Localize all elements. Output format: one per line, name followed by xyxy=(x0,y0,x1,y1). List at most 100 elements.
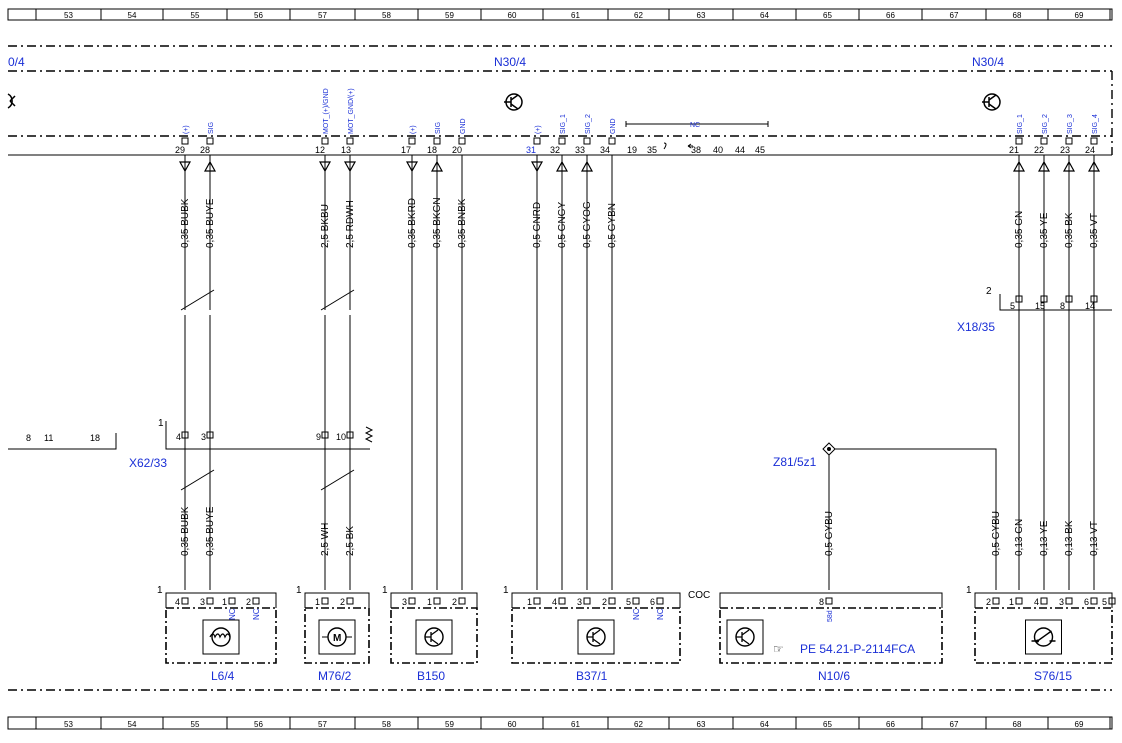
signal-arrow xyxy=(1062,160,1076,172)
x18-pin: 14 xyxy=(1085,301,1095,311)
wire-label: 0,13 VT xyxy=(1089,521,1100,556)
ruler-label: 59 xyxy=(445,720,454,729)
pin-sub-label: 58d xyxy=(827,610,834,622)
box-label-mid: N30/4 xyxy=(494,55,526,69)
pin-terminal xyxy=(1040,295,1048,303)
pin-terminal xyxy=(1065,137,1073,145)
component-pin: 2 xyxy=(246,597,251,607)
undefined-icon xyxy=(1025,619,1062,655)
reference-icon: ☞ xyxy=(773,642,784,656)
component-pin: 4 xyxy=(552,597,557,607)
pin-name-label: SIG_1 xyxy=(1017,114,1024,134)
wire-label: 0,35 BKGN xyxy=(432,197,443,248)
pin-number: 18 xyxy=(427,145,437,155)
box-label-right: N30/4 xyxy=(972,55,1004,69)
n30-4-box xyxy=(8,70,1113,156)
signal-arrow xyxy=(530,161,544,173)
ruler-label: 65 xyxy=(823,720,832,729)
pin-terminal xyxy=(458,137,466,145)
component-label: M76/2 xyxy=(318,669,352,683)
signal-arrow xyxy=(343,161,357,173)
pin-terminal xyxy=(1015,137,1023,145)
pin-terminal xyxy=(558,137,566,145)
pin-number: 17 xyxy=(401,145,411,155)
ruler-label: 58 xyxy=(382,11,391,20)
wire-label: 0,35 BKRD xyxy=(407,198,418,248)
wire-label: 0,5 GNGY xyxy=(557,202,568,248)
wire-label: 0,35 BNBK xyxy=(457,198,468,248)
x62-pin: 4 xyxy=(176,432,181,442)
pin-number: 34 xyxy=(600,145,610,155)
pin-number: 24 xyxy=(1085,145,1095,155)
component-pin: 5 xyxy=(1102,597,1107,607)
component-pin: 2 xyxy=(452,597,457,607)
pin-number: 19 xyxy=(627,145,637,155)
x18-pin: 8 xyxy=(1060,301,1065,311)
signal-arrow xyxy=(580,160,594,172)
pin-terminal xyxy=(321,431,329,439)
pin-terminal xyxy=(206,431,214,439)
wire-label: 0,35 BUYE xyxy=(205,506,216,556)
ruler-label: 66 xyxy=(886,720,895,729)
component-pin: 1 xyxy=(222,597,227,607)
pin-name-label: GND xyxy=(610,118,617,134)
component-pin: 6 xyxy=(650,597,655,607)
ruler-label: 60 xyxy=(508,720,517,729)
pin-number: 40 xyxy=(713,145,723,155)
wire-label: 0,13 YE xyxy=(1039,520,1050,556)
component-pin: 1 xyxy=(527,597,532,607)
ruler-label: 67 xyxy=(950,720,959,729)
ruler-label: 62 xyxy=(634,11,643,20)
wire-label: 2,5 BK xyxy=(345,526,356,556)
wire-label: 0,35 GN xyxy=(1014,211,1025,248)
component-pin: 3 xyxy=(577,597,582,607)
wire-label: 0,35 BK xyxy=(1064,212,1075,248)
component-pin: 3 xyxy=(1059,597,1064,607)
ruler-label: 57 xyxy=(318,720,327,729)
undefined-icon xyxy=(577,619,615,655)
ruler-label: 65 xyxy=(823,11,832,20)
component-label: B37/1 xyxy=(576,669,608,683)
ruler-label: 54 xyxy=(128,11,137,20)
wire-label: 0,35 BUBK xyxy=(180,198,191,248)
nc-bracket xyxy=(625,121,769,150)
pin-name-label: (+) xyxy=(183,125,190,134)
wire-break xyxy=(320,289,355,311)
signal-arrow xyxy=(405,161,419,173)
pin-name-label: MOT_(+)/GND xyxy=(323,88,330,134)
pin-name-label: SIG xyxy=(435,122,442,134)
pin-terminal xyxy=(346,137,354,145)
ruler-label: 61 xyxy=(571,720,580,729)
signal-arrow xyxy=(203,160,217,172)
pin-number: 45 xyxy=(755,145,765,155)
pin-name-label: SIG_1 xyxy=(560,114,567,134)
pin-number: 29 xyxy=(175,145,185,155)
component-index: 1 xyxy=(503,585,509,596)
ruler-label: 59 xyxy=(445,11,454,20)
component-pin: 2 xyxy=(602,597,607,607)
ruler-label: 58 xyxy=(382,720,391,729)
pin-number: 20 xyxy=(452,145,462,155)
wire-label: 0,35 VT xyxy=(1089,213,1100,248)
pin-number: 31 xyxy=(526,145,536,155)
pin-name-label: MOT_GND/(+) xyxy=(348,88,355,134)
pin-number: 35 xyxy=(647,145,657,155)
x62-pin: 10 xyxy=(336,432,346,442)
svg-text:M: M xyxy=(333,633,341,644)
pin-terminal xyxy=(206,137,214,145)
component-index: 1 xyxy=(296,585,302,596)
component-pin: 4 xyxy=(1034,597,1039,607)
pin-terminal xyxy=(181,137,189,145)
reference-link[interactable]: PE 54.21-P-2114FCA xyxy=(800,642,915,656)
z81-splice xyxy=(822,442,997,590)
x62-33-index: 1 xyxy=(158,418,164,429)
pin-terminal xyxy=(321,137,329,145)
x62-left-pin: 8 xyxy=(26,433,31,443)
nc-label: NC xyxy=(656,608,665,620)
ruler-bottom xyxy=(7,716,1113,730)
